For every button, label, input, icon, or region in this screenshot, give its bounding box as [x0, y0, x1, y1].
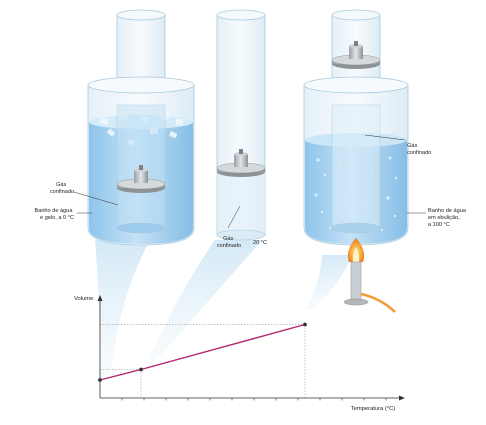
label-bath-left: Banho de água e gelo, a 0 °C: [34, 208, 74, 221]
y-axis-label: Volume: [74, 296, 93, 302]
left-apparatus: [87, 9, 195, 246]
label-leaders: [73, 134, 426, 229]
label-bath-right: Banho de água em ebulição, a 100 °C: [428, 208, 468, 228]
x-axis-arrow: [399, 395, 405, 401]
label-gas-right: Gás confinado: [407, 143, 431, 156]
volume-temperature-graph: Volume Temperatura (°C): [74, 295, 405, 412]
piston-left: [116, 165, 166, 193]
middle-apparatus: [216, 9, 266, 241]
x-ticks: [121, 398, 387, 401]
guide-lines: [100, 324, 306, 398]
bunsen-burner: [343, 238, 396, 313]
piston-middle: [216, 149, 266, 177]
label-gas-left: Gás confinado: [50, 182, 74, 195]
data-point: [303, 322, 307, 327]
beam-right: [305, 255, 352, 310]
right-apparatus: [303, 9, 409, 313]
data-point: [139, 367, 143, 372]
beam-middle: [145, 240, 262, 367]
label-gas-middle: Gás confinado: [217, 236, 241, 249]
data-point: [98, 378, 102, 382]
label-temp-middle: 20 °C: [253, 240, 267, 246]
x-axis-label: Temperatura (°C): [351, 406, 396, 412]
series-line: [99, 323, 306, 381]
piston-right: [331, 41, 381, 69]
series-layer: [98, 322, 307, 382]
y-axis-arrow: [97, 295, 103, 301]
beam-left: [95, 240, 150, 380]
